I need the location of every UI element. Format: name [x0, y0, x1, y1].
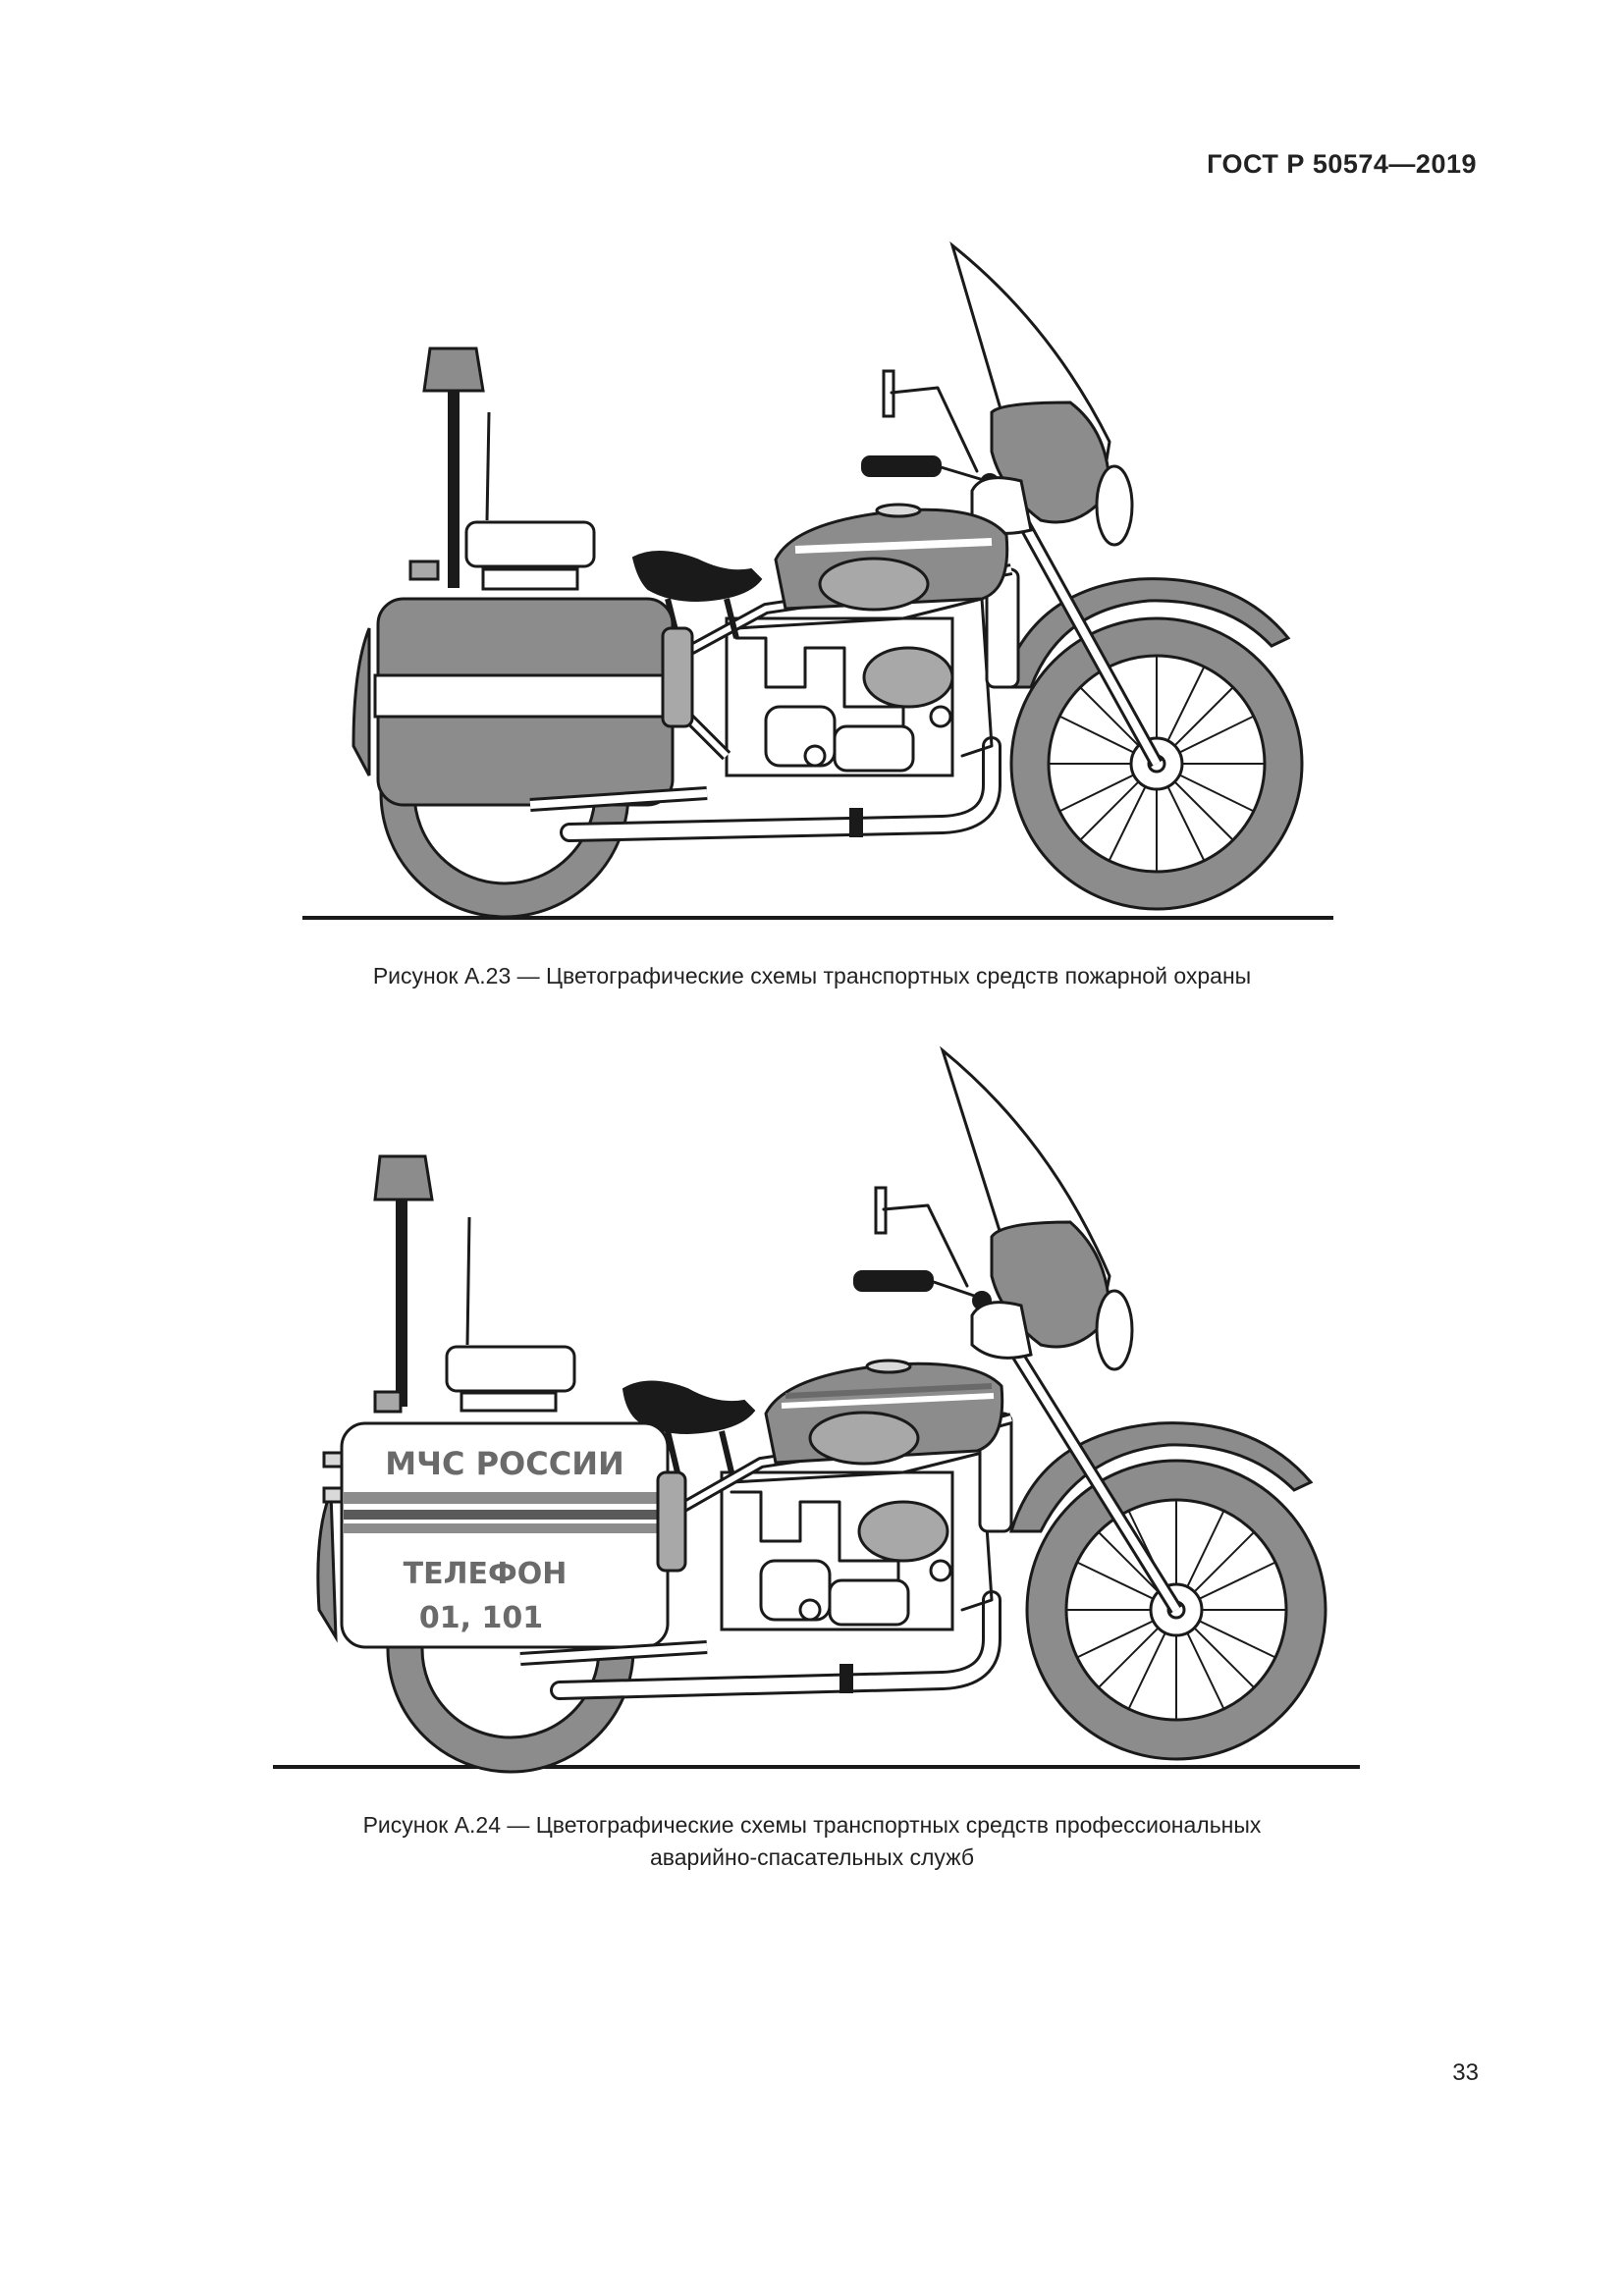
figure-a24-caption: Рисунок А.24 — Цветографические схемы тр… — [0, 1809, 1624, 1874]
figure-a24-illustration: МЧС РОССИИ ТЕЛЕФОН 01, 101 — [0, 982, 1624, 1806]
figure-a23-illustration — [0, 0, 1624, 923]
box-text-phone-numbers: 01, 101 — [419, 1601, 543, 1635]
caption-line: Рисунок А.23 — Цветографические схемы тр… — [372, 963, 1252, 988]
caption-line: Рисунок А.24 — Цветографические схемы тр… — [362, 1812, 1262, 1838]
figure-a23-caption: Рисунок А.23 — Цветографические схемы тр… — [0, 960, 1624, 992]
caption-line: аварийно-спасательных служб — [649, 1844, 975, 1870]
rescue-service-motorcycle-drawing: МЧС РОССИИ ТЕЛЕФОН 01, 101 — [273, 1045, 1360, 1774]
box-text-phone-label: ТЕЛЕФОН — [404, 1557, 568, 1591]
standard-code: ГОСТ Р 50574—2019 — [1207, 149, 1477, 179]
fire-service-motorcycle-drawing — [302, 240, 1333, 920]
page-number: 33 — [1452, 2059, 1479, 2086]
box-text-mchs: МЧС РОССИИ — [385, 1445, 624, 1482]
